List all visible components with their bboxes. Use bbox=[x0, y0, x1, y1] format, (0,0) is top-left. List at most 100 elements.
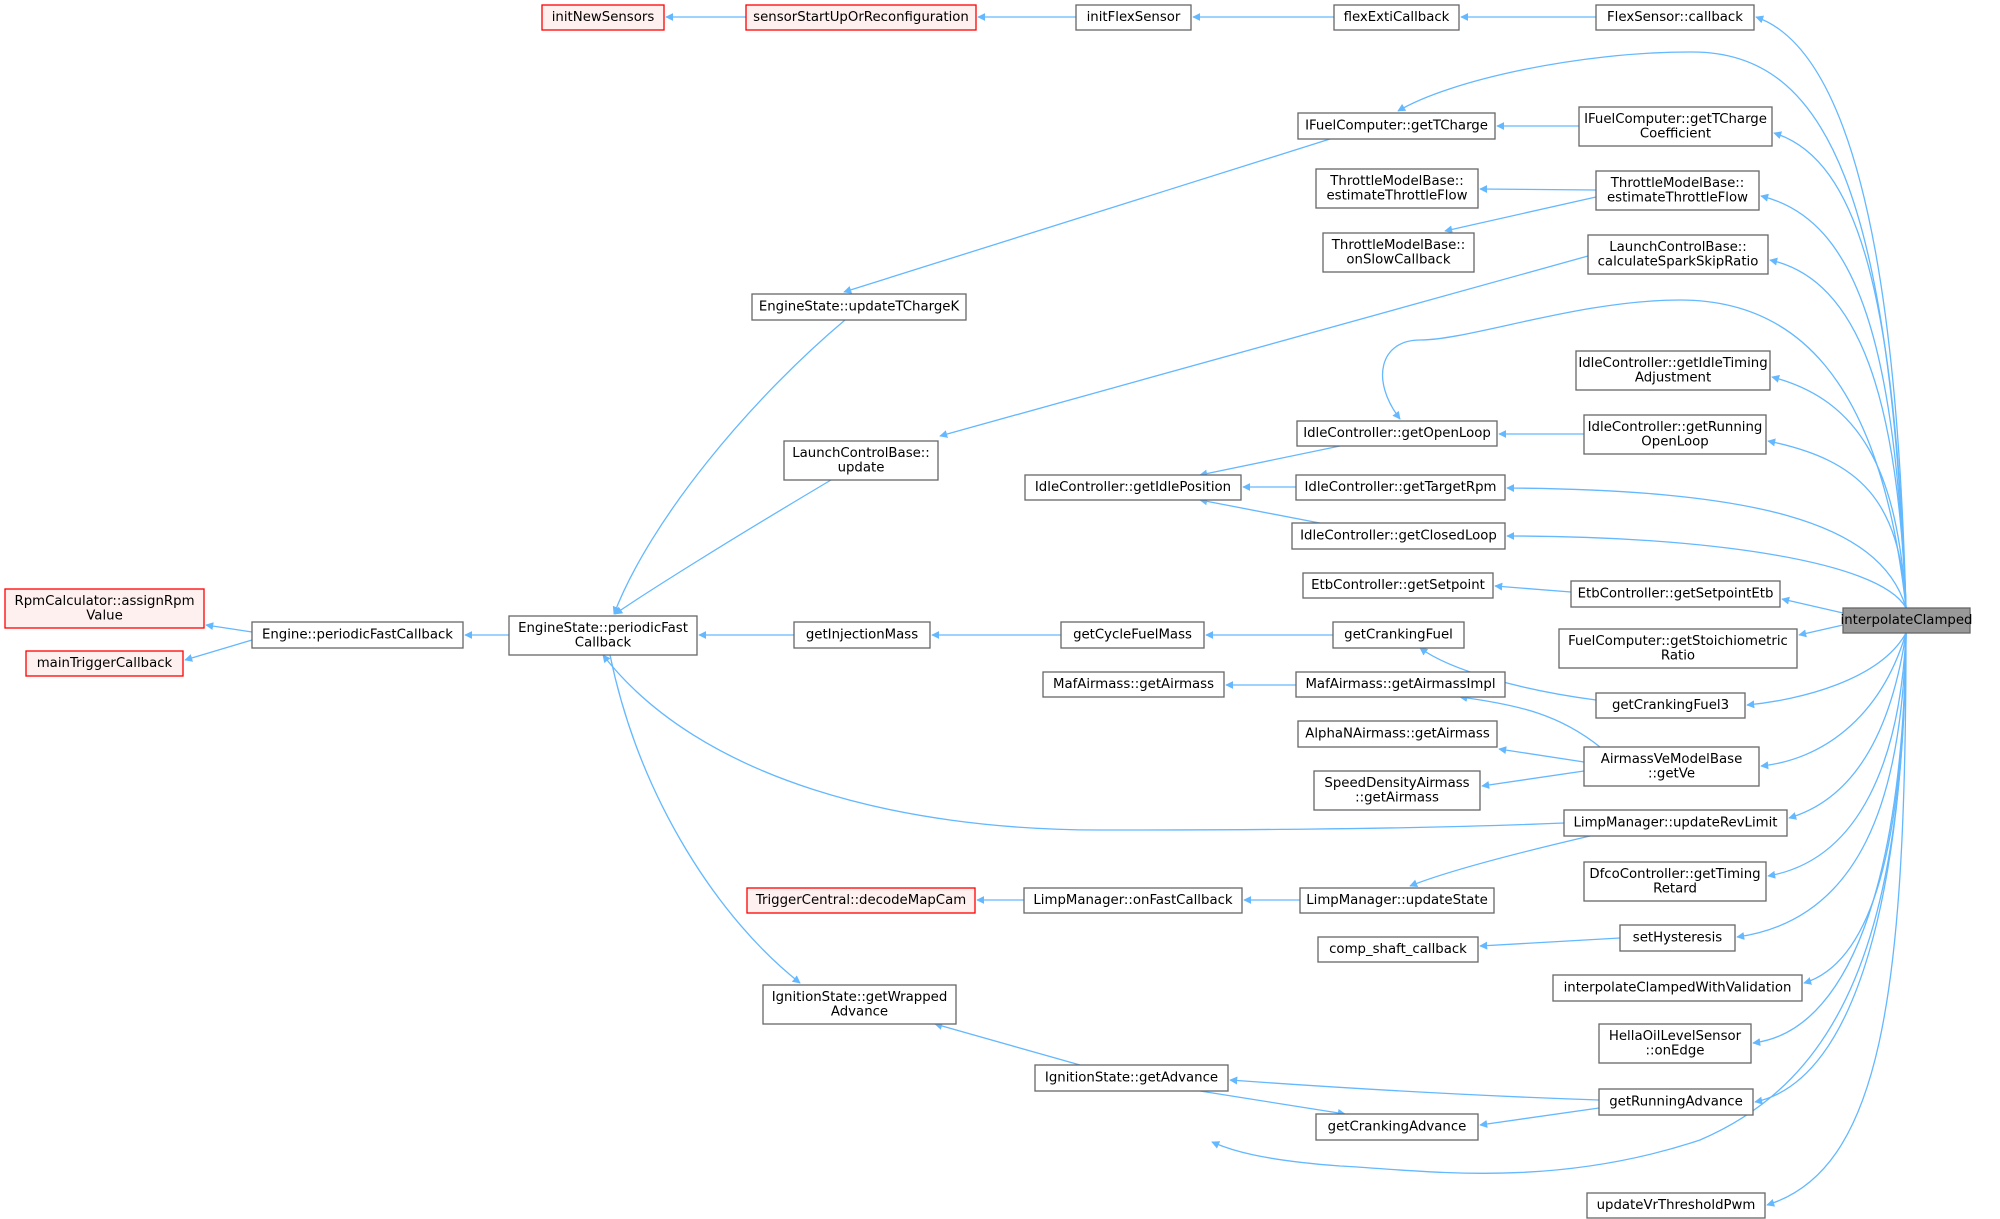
node-label: initFlexSensor bbox=[1087, 10, 1181, 25]
node-initNewSensors[interactable]: initNewSensors bbox=[541, 4, 665, 31]
node-label: Adjustment bbox=[1635, 370, 1711, 385]
node-getSetpointEtb[interactable]: EtbController::getSetpointEtb bbox=[1570, 580, 1781, 608]
edge-arrow bbox=[1444, 196, 1597, 234]
edge-getSetpointEtb-to-etbGetSetpoint bbox=[1494, 582, 1572, 593]
node-root[interactable]: interpolateClamped bbox=[1841, 607, 1973, 634]
edge-arrow bbox=[1409, 835, 1591, 888]
node-setHysteresis[interactable]: setHysteresis bbox=[1619, 924, 1736, 952]
edge-getRunningAdvance-to-getAdvance bbox=[1229, 1076, 1600, 1101]
node-box bbox=[1024, 474, 1242, 501]
node-interpolateClampedWithValidation[interactable]: interpolateClampedWithValidation bbox=[1552, 974, 1803, 1002]
node-label: FuelComputer::getStoichiometric bbox=[1568, 634, 1788, 649]
edge-arrow bbox=[1788, 632, 1907, 820]
node-label: ::getVe bbox=[1648, 766, 1695, 781]
node-sdGetAirmass[interactable]: SpeedDensityAirmass::getAirmass bbox=[1313, 770, 1481, 811]
edge-setHysteresis-to-compShaftCallback bbox=[1479, 937, 1621, 950]
node-label: IFuelComputer::getTCharge bbox=[1584, 112, 1767, 127]
node-getCrankingFuel3[interactable]: getCrankingFuel3 bbox=[1595, 692, 1746, 719]
node-getTCharge[interactable]: IFuelComputer::getTCharge bbox=[1297, 112, 1496, 140]
node-alphaNGetAirmass[interactable]: AlphaNAirmass::getAirmass bbox=[1297, 720, 1498, 748]
node-getOpenLoop[interactable]: IdleController::getOpenLoop bbox=[1296, 420, 1498, 447]
node-layer: interpolateClamped FlexSensor::callback fl… bbox=[4, 4, 1973, 1219]
node-estimateThrottleFlowR[interactable]: ThrottleModelBase::estimateThrottleFlow bbox=[1595, 170, 1760, 211]
node-decodeMapCam[interactable]: TriggerCentral::decodeMapCam bbox=[746, 887, 976, 914]
node-label: IdleController::getTargetRpm bbox=[1305, 480, 1497, 495]
node-getRunningAdvance[interactable]: getRunningAdvance bbox=[1598, 1088, 1754, 1116]
edge-estimateThrottleFlowR-to-estimateThrottleFlowL bbox=[1479, 185, 1597, 194]
node-getIdlePosition[interactable]: IdleController::getIdlePosition bbox=[1024, 474, 1242, 501]
node-label: HellaOilLevelSensor bbox=[1609, 1029, 1742, 1044]
node-launchUpdate[interactable]: LaunchControlBase::update bbox=[783, 440, 939, 481]
node-getInjectionMass[interactable]: getInjectionMass bbox=[793, 621, 931, 649]
node-engineStatePeriodicFast[interactable]: EngineState::periodicFastCallback bbox=[508, 615, 698, 656]
edge-root-to-getTChargeCoeff bbox=[1773, 131, 1907, 609]
node-mafGetAirmass[interactable]: MafAirmass::getAirmass bbox=[1042, 671, 1225, 698]
node-initFlexSensor[interactable]: initFlexSensor bbox=[1075, 4, 1192, 31]
node-box bbox=[1297, 112, 1496, 140]
node-limpUpdateState[interactable]: LimpManager::updateState bbox=[1299, 887, 1495, 914]
node-box bbox=[251, 621, 464, 649]
edge-airmassGetVe-to-alphaNGetAirmass bbox=[1498, 746, 1585, 763]
node-box bbox=[25, 650, 184, 677]
node-enginePeriodicFast[interactable]: Engine::periodicFastCallback bbox=[251, 621, 464, 649]
node-onSlowCallback[interactable]: ThrottleModelBase::onSlowCallback bbox=[1322, 232, 1475, 273]
node-airmassGetVe[interactable]: AirmassVeModelBase::getVe bbox=[1583, 746, 1760, 787]
edge-arrow bbox=[1479, 937, 1621, 950]
node-label: estimateThrottleFlow bbox=[1326, 188, 1467, 203]
node-label: getInjectionMass bbox=[806, 628, 918, 643]
node-hellaOnEdge[interactable]: HellaOilLevelSensor::onEdge bbox=[1598, 1023, 1752, 1064]
edge-root-to-getCrankingFuel3 bbox=[1746, 632, 1907, 709]
node-label: IgnitionState::getWrapped bbox=[772, 990, 948, 1005]
node-flexSensorCallback[interactable]: FlexSensor::callback bbox=[1595, 4, 1755, 31]
node-box bbox=[1563, 809, 1788, 837]
edge-root-to-updateRevLimit bbox=[1788, 632, 1907, 820]
edge-root-to-setHysteresis bbox=[1736, 632, 1907, 940]
node-updateTChargeK[interactable]: EngineState::updateTChargeK bbox=[751, 293, 967, 321]
node-flexExtiCallback[interactable]: flexExtiCallback bbox=[1333, 4, 1460, 31]
node-getClosedLoop[interactable]: IdleController::getClosedLoop bbox=[1291, 522, 1506, 550]
node-box bbox=[1023, 887, 1243, 914]
node-box bbox=[1034, 1064, 1229, 1092]
edge-arrow bbox=[612, 319, 846, 615]
node-getCycleFuelMass[interactable]: getCycleFuelMass bbox=[1060, 621, 1205, 649]
node-label: getCrankingAdvance bbox=[1328, 1120, 1467, 1135]
edge-arrow bbox=[934, 1022, 1081, 1066]
node-label: LimpManager::onFastCallback bbox=[1033, 893, 1233, 908]
node-updateRevLimit[interactable]: LimpManager::updateRevLimit bbox=[1563, 809, 1788, 837]
edge-root-to-airmassGetVe bbox=[1760, 632, 1907, 770]
node-getTargetRpm[interactable]: IdleController::getTargetRpm bbox=[1295, 474, 1506, 501]
node-label: onSlowCallback bbox=[1346, 252, 1450, 267]
edge-launchUpdate-to-engineStatePeriodicFast bbox=[614, 479, 832, 615]
node-label: LaunchControlBase:: bbox=[792, 446, 930, 461]
node-sensorStartUp[interactable]: sensorStartUpOrReconfiguration bbox=[745, 4, 977, 31]
node-limpOnFastCallback[interactable]: LimpManager::onFastCallback bbox=[1023, 887, 1243, 914]
node-label: initNewSensors bbox=[552, 10, 655, 25]
node-box bbox=[1060, 621, 1205, 649]
node-label: IdleController::getIdleTiming bbox=[1578, 356, 1767, 371]
node-label: ThrottleModelBase:: bbox=[1329, 174, 1463, 189]
node-compShaftCallback[interactable]: comp_shaft_callback bbox=[1317, 936, 1479, 963]
node-getCrankingFuel[interactable]: getCrankingFuel bbox=[1332, 621, 1465, 649]
node-label: setHysteresis bbox=[1633, 931, 1722, 946]
node-box bbox=[1042, 671, 1225, 698]
node-getCrankingAdvance[interactable]: getCrankingAdvance bbox=[1315, 1113, 1479, 1141]
node-getAdvance[interactable]: IgnitionState::getAdvance bbox=[1034, 1064, 1229, 1092]
node-mainTriggerCallback[interactable]: mainTriggerCallback bbox=[25, 650, 184, 677]
node-etbGetSetpoint[interactable]: EtbController::getSetpoint bbox=[1302, 572, 1494, 599]
node-box bbox=[1598, 1088, 1754, 1116]
node-label: EtbController::getSetpointEtb bbox=[1578, 587, 1774, 602]
node-mafGetAirmassImpl[interactable]: MafAirmass::getAirmassImpl bbox=[1295, 671, 1506, 698]
node-estimateThrottleFlowL[interactable]: ThrottleModelBase::estimateThrottleFlow bbox=[1315, 168, 1479, 209]
node-calculateSparkSkipRatio[interactable]: LaunchControlBase::calculateSparkSkipRat… bbox=[1587, 234, 1769, 275]
node-box bbox=[1587, 234, 1769, 275]
node-label: EtbController::getSetpoint bbox=[1311, 578, 1485, 593]
node-updateVrThresholdPwm[interactable]: updateVrThresholdPwm bbox=[1586, 1192, 1766, 1219]
node-label: ::onEdge bbox=[1646, 1043, 1705, 1058]
